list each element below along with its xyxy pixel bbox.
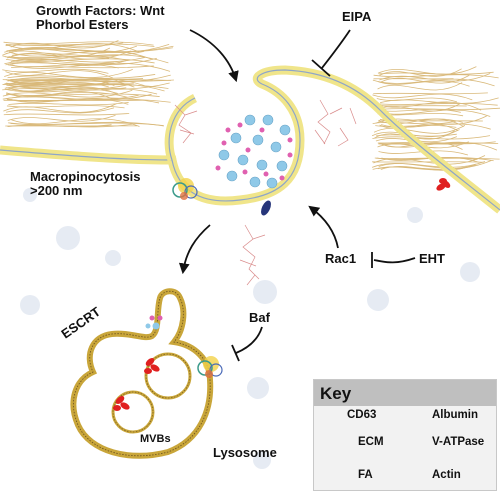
growth-factor-arrow [189,29,239,83]
cd63-membrane [436,178,451,191]
macropinocytosis-label: Macropinocytosis >200 nm [30,170,141,198]
key-label-cd63: CD63 [347,409,377,421]
v-atpase-lysosome [197,356,223,378]
rac1-arrow [308,205,339,249]
ecm-fibers-left [2,40,174,128]
eht-label: EHT [419,251,445,266]
key-label-actin: Actin [432,469,461,481]
mvb-2 [111,390,155,434]
lysosome-label: Lysosome [213,445,277,460]
key-label-v-atpase: V-ATPase [432,436,485,448]
key-label-fa: FA [358,469,373,481]
key-label-ecm: ECM [358,436,384,448]
baf-inhibition [231,326,263,362]
actin-network [174,99,357,286]
background-vesicles [20,188,480,469]
mvbs-label: MVBs [140,433,171,445]
fa-marker [261,200,271,216]
macropinocytosis-line1: Macropinocytosis [30,169,141,184]
growth-factors-label: Growth Factors: Wnt Phorbol Esters [36,4,165,32]
endocytosis-arrow [178,224,211,275]
lysosome-inner-dots [145,315,163,330]
growth-factors-line2: Phorbol Esters [36,17,129,32]
membrane-fold-left [164,93,198,162]
eipa-label: EIPA [342,9,372,24]
v-atpase-membrane [172,178,198,200]
cd63-lysosome [113,358,160,411]
lysosome [70,288,214,459]
baf-label: Baf [249,310,270,325]
eht-inhibition [371,252,416,268]
albumin-particles [218,114,291,189]
key-header: Key [314,380,496,406]
key-label-albumin: Albumin [432,409,478,421]
eipa-inhibition [311,29,351,77]
key-panel: Key CD63 Albumin ECM V-ATPase FA Actin [313,379,497,491]
rac1-label: Rac1 [325,251,357,266]
key-title: Key [320,384,352,403]
macropinocytosis-line2: >200 nm [30,183,83,198]
pink-particles [215,122,293,181]
growth-factors-line1: Growth Factors: Wnt [36,3,165,18]
mvb-1 [144,352,192,400]
